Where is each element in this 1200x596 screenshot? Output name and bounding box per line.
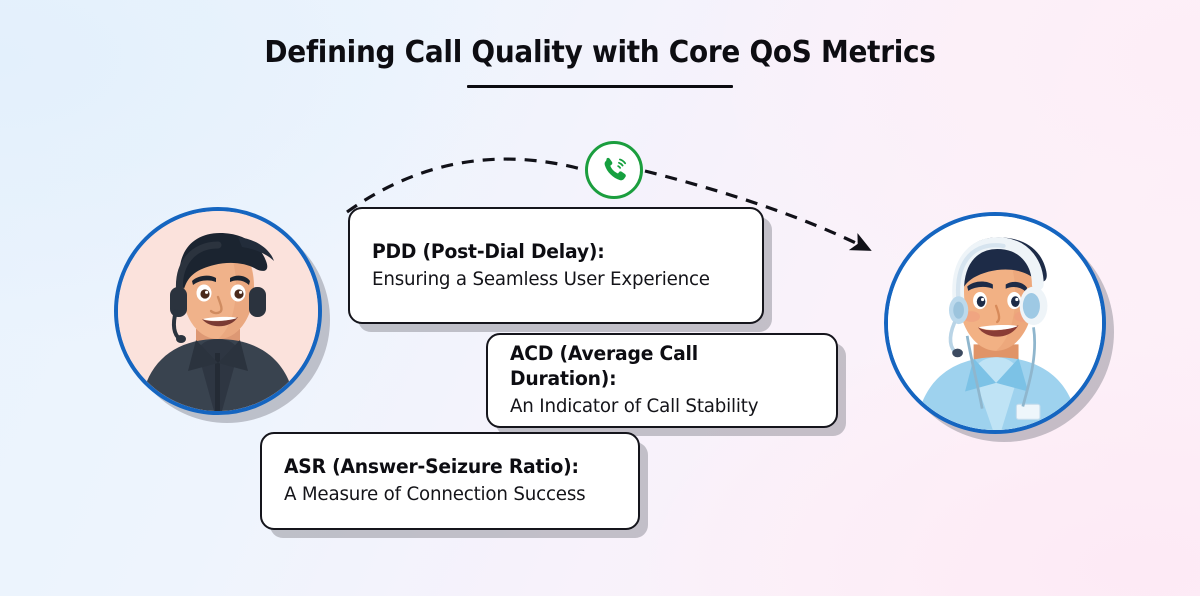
metric-card-acd-title: ACD (Average Call Duration):: [510, 342, 698, 390]
title-underline-divider: [467, 85, 733, 88]
metric-card-asr[interactable]: ASR (Answer-Seizure Ratio): A Measure of…: [260, 432, 640, 530]
phone-call-icon: [585, 141, 643, 199]
title-block: Defining Call Quality with Core QoS Metr…: [0, 36, 1200, 88]
caller-avatar-left: [114, 207, 322, 415]
page-title: Defining Call Quality with Core QoS Metr…: [264, 35, 936, 70]
metric-card-acd[interactable]: ACD (Average Call Duration): An Indicato…: [486, 333, 838, 428]
metric-card-acd-subtitle: An Indicator of Call Stability: [510, 394, 759, 417]
metric-card-pdd-title: PDD (Post-Dial Delay):: [372, 239, 605, 263]
metric-card-pdd-subtitle: Ensuring a Seamless User Experience: [372, 267, 710, 290]
callee-avatar-right: [884, 212, 1106, 434]
metric-card-asr-subtitle: A Measure of Connection Success: [284, 483, 586, 506]
avatar-left-illustration: [118, 211, 318, 411]
avatar-right-illustration: [888, 216, 1102, 430]
metric-card-pdd[interactable]: PDD (Post-Dial Delay): Ensuring a Seamle…: [348, 207, 764, 324]
phone-call-glyph: [604, 157, 627, 181]
metric-card-asr-title: ASR (Answer-Seizure Ratio):: [284, 455, 579, 479]
